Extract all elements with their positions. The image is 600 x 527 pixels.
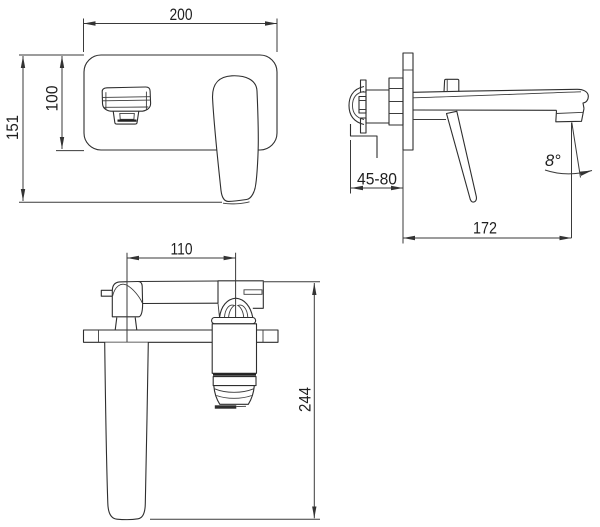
spout-block-slot bbox=[243, 289, 263, 295]
wall-plate-bottom-view bbox=[82, 329, 279, 343]
dim-151-overall-height: 151 bbox=[4, 56, 222, 203]
supply-nipple bbox=[358, 95, 367, 114]
aerator-tip-arc-1 bbox=[214, 388, 254, 393]
aerator-tip bbox=[213, 385, 255, 405]
dim-45-80-wall-depth: 45-80 bbox=[350, 140, 404, 244]
wall-plate-front bbox=[83, 54, 278, 151]
spout-body-front bbox=[101, 86, 152, 112]
spout-block-outline bbox=[217, 280, 264, 309]
spout-top-inner-edge bbox=[412, 91, 582, 99]
dim-110-handle-to-spout: 110 bbox=[126, 241, 237, 342]
dim-100-plate-height: 100 bbox=[19, 54, 84, 152]
spout-side bbox=[412, 78, 589, 203]
dim-244-overall-length: 244 bbox=[150, 281, 320, 520]
wall-plate-side bbox=[402, 52, 414, 151]
spout-end-block bbox=[217, 280, 264, 318]
aerator-collar bbox=[211, 316, 257, 325]
aerator-lip-line bbox=[556, 111, 584, 114]
aerator-side bbox=[555, 108, 585, 123]
spout-curl-right bbox=[236, 304, 249, 318]
supply-nipple-lines bbox=[359, 100, 366, 110]
handle-lever-front bbox=[211, 75, 259, 202]
plate-bar-left bbox=[82, 329, 212, 343]
concealed-valve-body bbox=[348, 77, 404, 158]
aerator-tip-arc-2 bbox=[216, 395, 252, 399]
dim-110-label: 110 bbox=[171, 241, 193, 259]
handle-grip-top-view bbox=[104, 342, 149, 521]
dim-45-80-label: 45-80 bbox=[357, 171, 397, 189]
rough-in-box-outline bbox=[349, 124, 378, 158]
housing-flats-lines bbox=[389, 88, 403, 114]
spout-arm-top-view bbox=[137, 280, 219, 305]
bottom-view: 110 244 bbox=[82, 241, 320, 521]
spout-rim-line-2 bbox=[102, 99, 151, 102]
spout-rim-line-1 bbox=[102, 96, 151, 98]
handle-front bbox=[211, 75, 259, 205]
handle-neck bbox=[114, 317, 138, 331]
spout-top-edge bbox=[412, 88, 589, 109]
front-view: 200 100 151 bbox=[4, 6, 278, 205]
dim-100-label: 100 bbox=[44, 86, 62, 112]
spout-outlet-foot bbox=[112, 111, 140, 125]
handle-pivot-cap bbox=[443, 78, 460, 93]
dim-200-plate-width: 200 bbox=[83, 6, 278, 52]
angle-arc bbox=[544, 169, 593, 176]
dim-244-label: 244 bbox=[297, 387, 315, 412]
handle-lever-side bbox=[445, 110, 477, 203]
aerator-stack bbox=[211, 316, 258, 409]
plate-bar-right bbox=[256, 329, 279, 343]
dim-151-label: 151 bbox=[4, 115, 22, 140]
spout-curl-left bbox=[224, 304, 236, 318]
dim-172-spout-reach: 172 bbox=[403, 220, 572, 241]
inlet-tube bbox=[365, 89, 389, 124]
supply-elbow-outer-arc bbox=[348, 85, 365, 126]
spout-block-left-edge bbox=[217, 303, 220, 318]
aerator-ring bbox=[212, 376, 257, 387]
handle-assembly-top bbox=[100, 280, 144, 331]
handle-side-tab bbox=[100, 289, 113, 297]
dim-172-label: 172 bbox=[473, 220, 497, 238]
aerator-outlet-bar bbox=[214, 405, 237, 409]
side-view: 8° 45-80 172 bbox=[348, 52, 593, 244]
supply-elbow-inner-arc bbox=[352, 91, 365, 120]
water-stream-line bbox=[571, 122, 581, 178]
dim-200-label: 200 bbox=[170, 6, 193, 24]
spout-angle-annotation: 8° bbox=[544, 122, 593, 238]
inlet-tab-top bbox=[359, 79, 367, 93]
spout-front bbox=[101, 86, 152, 125]
dim-angle-label: 8° bbox=[545, 152, 561, 170]
inlet-tab-bottom bbox=[359, 117, 367, 134]
aerator-cylinder bbox=[211, 323, 258, 374]
spout-outlet-inner bbox=[119, 112, 135, 120]
handle-tip-line bbox=[222, 201, 250, 205]
